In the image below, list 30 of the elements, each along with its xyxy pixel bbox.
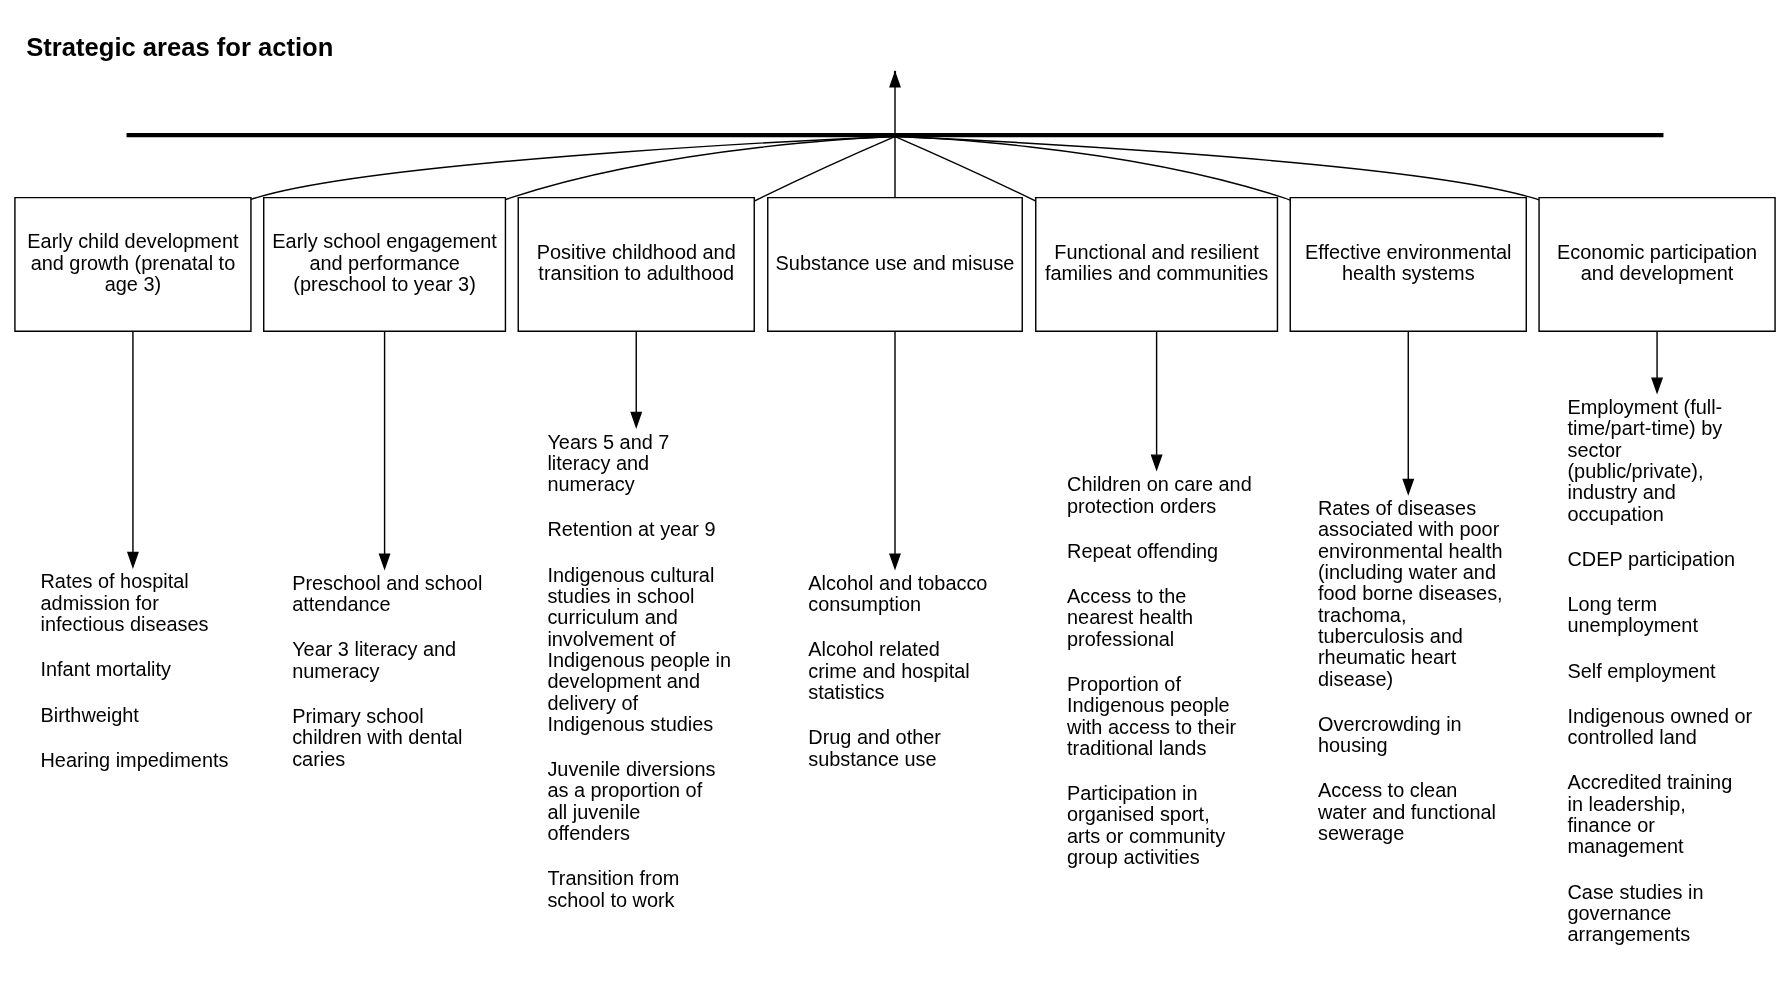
node-box: Positive childhood and transition to adulthood xyxy=(517,196,755,332)
connector xyxy=(249,135,896,201)
connector xyxy=(893,135,896,199)
node-box: Early school engagement and performance (preschool to year 3) xyxy=(262,196,506,332)
connector xyxy=(894,135,1036,202)
node-text: Rates of hospital admission for infectious diseases Infant mortality Birthweight Hearing impediments xyxy=(40,570,228,771)
arrow xyxy=(888,330,901,571)
connector xyxy=(504,135,896,201)
diagram-title: Strategic areas for action xyxy=(25,33,333,62)
arrow xyxy=(629,330,642,429)
connector xyxy=(753,135,895,202)
connector xyxy=(893,135,1291,201)
arrow xyxy=(378,330,391,571)
arrow xyxy=(1401,330,1414,496)
node-text: Years 5 and 7 literacy and numeracy Retention at year 9 Indigenous cultural studies in school curriculum and involvement of Indigenous people in development and delivery of Indigenous studies Juvenile diversions as a proportion of all juvenile offenders Transition from school to work xyxy=(546,430,731,911)
connector xyxy=(893,135,1540,201)
node-box: Effective environmental health systems xyxy=(1289,196,1527,332)
node-text: Alcohol and tobacco consumption Alcohol related crime and hospital statistics Drug and other substance use xyxy=(807,571,987,770)
arrow xyxy=(1650,330,1663,395)
node-box: Early child development and growth (prenatal to age 3) xyxy=(13,196,252,332)
node-box: Substance use and misuse xyxy=(766,196,1023,332)
node-text: Preschool and school attendance Year 3 literacy and numeracy Primary school children with dental caries xyxy=(291,571,482,770)
node-text: Rates of diseases associated with poor environmental health (including water and food borne diseases, trachoma, tuberculosis and rheumatic heart disease) Overcrowding in housing Access to clean water and functional sewerage xyxy=(1317,497,1503,845)
node-box: Functional and resilient families and communities xyxy=(1034,196,1278,332)
arrow xyxy=(126,330,139,569)
node-text: Employment (full-time/part-time) by sector (public/private), industry and occupation CDEP participation Long term unemployment Self employment Indigenous owned or controlled land Accredited training in leadership, finance or management Case studies in governance arrangements xyxy=(1567,396,1752,946)
node-bar xyxy=(126,132,1663,138)
arrow xyxy=(1150,330,1163,472)
node-text: Children on care and protection orders Repeat offending Access to the nearest health professional Proportion of Indigenous people with access to their traditional lands Participation in organised sport, arts or community group activities xyxy=(1066,473,1252,869)
node-box: Economic participation and development xyxy=(1537,196,1776,332)
